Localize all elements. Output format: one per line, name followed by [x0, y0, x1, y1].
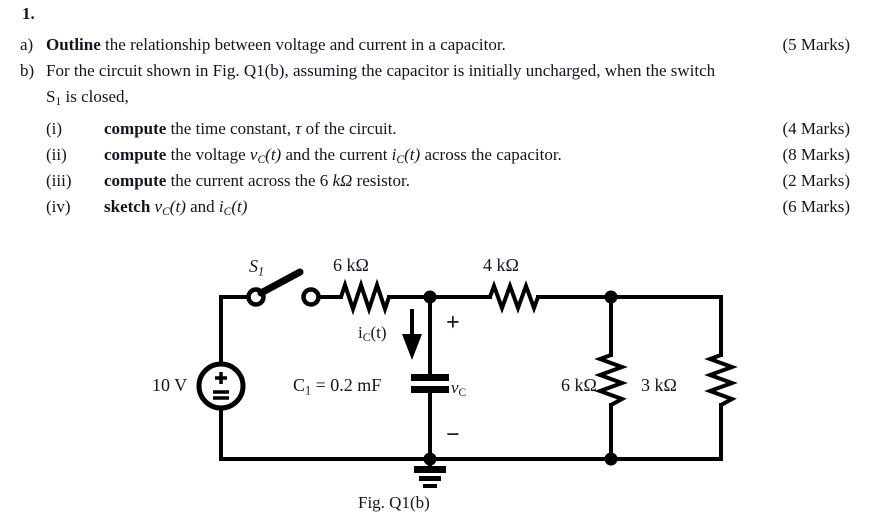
subpart-iv-marks: (6 Marks)	[782, 197, 850, 216]
subpart-i-marker: (i)	[46, 119, 63, 138]
vc-symbol-ii: vC(t)	[249, 145, 282, 167]
figure-caption: Fig. Q1(b)	[358, 493, 430, 512]
ground-symbol	[414, 459, 446, 488]
capacitor-symbol	[411, 374, 449, 393]
part-b-body: For the circuit shown in Fig. Q1(b), ass…	[46, 61, 716, 80]
subpart-i-marks: (4 Marks)	[782, 119, 850, 138]
label-resistor-6k-series: 6 kΩ	[333, 255, 369, 275]
subpart-iv-text: sketch vC(t) and iC(t)	[104, 197, 248, 219]
label-capacitance: C1 = 0.2 mF	[293, 375, 382, 398]
label-source-voltage: 10 V	[152, 375, 188, 395]
voltage-source-symbol	[196, 361, 246, 411]
subpart-iii-marks: (2 Marks)	[782, 171, 850, 190]
label-resistor-3k-shunt: 3 kΩ	[641, 375, 677, 395]
subpart-iii-text: compute the current across the 6 kΩ resi…	[104, 171, 410, 190]
subpart-iii-marker: (iii)	[46, 171, 72, 190]
node-dot-shunt-top	[604, 290, 618, 304]
resistor-6k-series-symbol	[339, 278, 391, 316]
subpart-ii-text: compute the voltage vC(t) and the curren…	[104, 145, 562, 167]
label-polarity-plus: +	[446, 310, 460, 336]
subpart-ii-marker: (ii)	[46, 145, 67, 164]
label-resistor-6k-shunt: 6 kΩ	[561, 375, 597, 395]
subpart-i: (i) compute the time constant, τ of the …	[46, 118, 850, 139]
subpart-i-bold-lead: compute	[104, 119, 167, 138]
label-capacitor-voltage: vC	[451, 378, 467, 400]
part-a-body: the relationship between voltage and cur…	[100, 35, 506, 54]
part-b-second-line-text: S1 is closed,	[46, 87, 129, 109]
subpart-iv-marker: (iv)	[46, 197, 71, 216]
question-part-a: a) Outline the relationship between volt…	[20, 34, 850, 55]
label-switch: S1	[249, 256, 265, 279]
switch-blade[interactable]	[257, 268, 304, 297]
vc-symbol-iv: vC(t)	[154, 197, 186, 219]
resistor-3k-shunt-symbol	[704, 353, 738, 407]
part-b-second-line: S1 is closed,	[46, 86, 850, 110]
node-dot-ground	[423, 452, 437, 466]
switch-terminal-left[interactable]	[246, 287, 266, 307]
subpart-ii: (ii) compute the voltage vC(t) and the c…	[46, 144, 850, 168]
label-capacitor-current: iC(t)	[358, 323, 387, 345]
node-dot-shunt-bottom	[604, 452, 618, 466]
part-a-marks: (5 Marks)	[782, 35, 850, 54]
subpart-ii-bold-lead: compute	[104, 145, 167, 164]
subpart-iv: (iv) sketch vC(t) and iC(t) (6 Marks)	[46, 196, 850, 220]
subpart-iii: (iii) compute the current across the 6 k…	[46, 170, 850, 191]
subpart-ii-marks: (8 Marks)	[782, 145, 850, 164]
resistor-4k-symbol	[488, 280, 540, 314]
ic-symbol-ii: iC(t)	[391, 145, 421, 167]
kohm-italic-iii: kΩ	[332, 171, 353, 190]
source-plus-minus-icon	[213, 372, 229, 400]
subpart-iv-bold-lead: sketch	[104, 197, 151, 216]
label-polarity-minus: −	[446, 422, 460, 448]
question-number: 1.	[22, 4, 35, 23]
subpart-iii-bold-lead: compute	[104, 171, 167, 190]
part-a-bold-lead: Outline	[46, 35, 101, 54]
subpart-i-text: compute the time constant, τ of the circ…	[104, 119, 397, 138]
label-resistor-4k: 4 kΩ	[483, 255, 519, 275]
tau-symbol: τ	[295, 119, 302, 138]
switch-terminal-right[interactable]	[301, 287, 321, 307]
question-part-b: b) For the circuit shown in Fig. Q1(b), …	[20, 60, 850, 81]
capacitor-current-arrow	[402, 309, 422, 360]
resistor-6k-shunt-symbol	[594, 353, 628, 407]
part-b-marker: b)	[20, 61, 35, 80]
part-a-text: Outline the relationship between voltage…	[46, 34, 850, 55]
part-a-marker: a)	[20, 35, 34, 54]
ic-symbol-iv: iC(t)	[218, 197, 248, 219]
node-dot-capacitor-top	[423, 290, 437, 304]
